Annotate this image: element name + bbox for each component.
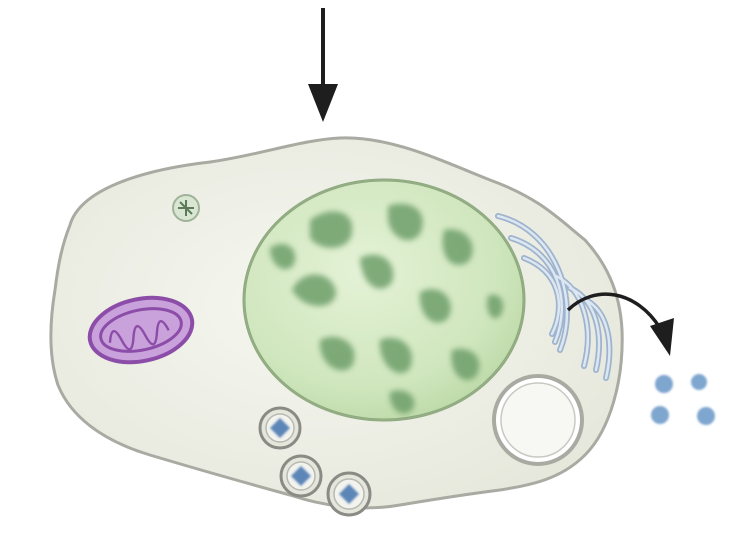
nucleus-icon (244, 180, 524, 420)
secreted-particle-icon (651, 374, 715, 425)
vesicle-icon (328, 473, 370, 515)
vesicle-icon (260, 408, 300, 448)
vesicle-icon (281, 456, 321, 496)
arrow-down-icon (308, 8, 338, 122)
vacuole-icon (494, 376, 582, 464)
centriole-icon (173, 195, 199, 221)
